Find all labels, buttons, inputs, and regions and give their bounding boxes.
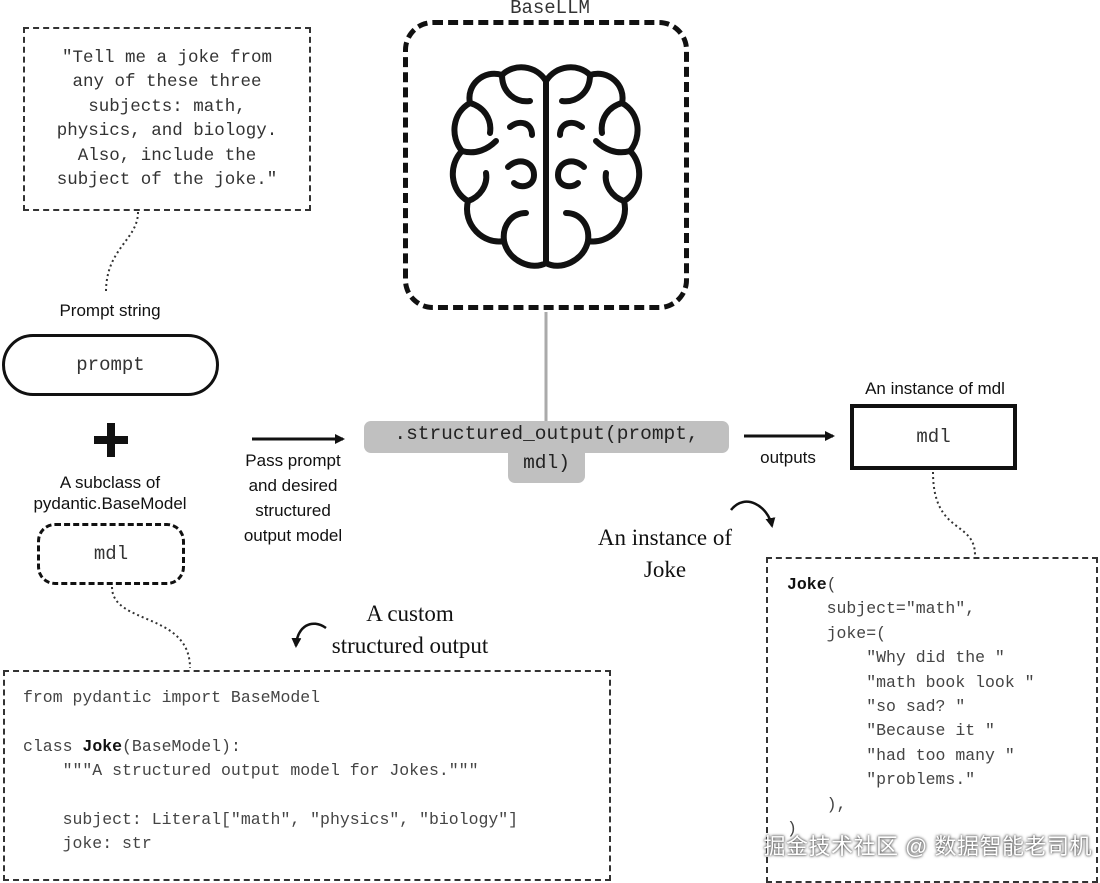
prompt-variable: prompt bbox=[2, 334, 219, 396]
code-line bbox=[23, 710, 609, 734]
code-line: """A structured output model for Jokes."… bbox=[23, 761, 479, 781]
brain-icon bbox=[449, 64, 643, 269]
code-line: "so sad? " bbox=[787, 696, 966, 716]
prompt-string-label: Prompt string bbox=[59, 301, 161, 320]
plus-icon bbox=[94, 423, 128, 457]
structured-output-call: .structured_output(prompt, mdl) bbox=[364, 421, 729, 483]
base-llm-title: BaseLLM bbox=[510, 0, 590, 19]
prompt-text: "Tell me a joke from any of these three … bbox=[56, 47, 278, 191]
prompt-variable-text: prompt bbox=[76, 354, 145, 376]
joke-instance-box: Joke( subject="math", joke=( "Why did th… bbox=[766, 557, 1098, 883]
code-line bbox=[23, 784, 609, 808]
instance-of-mdl-label: An instance of mdl bbox=[865, 379, 1005, 398]
base-llm-box bbox=[403, 20, 689, 310]
dotted-connector-prompt bbox=[105, 211, 139, 293]
code-line: from pydantic import BaseModel bbox=[23, 688, 321, 707]
code-line: "Why did the " bbox=[787, 648, 1005, 668]
code-line: ) bbox=[787, 818, 797, 838]
dotted-connector-mdl bbox=[111, 586, 191, 669]
code-line: subject="math", bbox=[787, 599, 976, 619]
custom-output-annotation: A custom structured output bbox=[331, 601, 489, 658]
model-code-box: from pydantic import BaseModel class Jok… bbox=[3, 670, 611, 881]
curved-arrow-icon bbox=[730, 500, 776, 528]
code-line: "Because it " bbox=[787, 721, 995, 741]
prompt-text-box: "Tell me a joke from any of these three … bbox=[23, 27, 311, 211]
mdl-instance-text: mdl bbox=[916, 426, 951, 448]
outputs-label: outputs bbox=[760, 448, 816, 467]
mdl-instance-box: mdl bbox=[850, 404, 1017, 470]
code-line: ), bbox=[787, 794, 847, 814]
method-call-line1: .structured_output(prompt, bbox=[394, 423, 699, 445]
code-line: "had too many " bbox=[787, 745, 1015, 765]
pass-prompt-label: Pass prompt and desired structured outpu… bbox=[243, 451, 343, 545]
mdl-class-variable: mdl bbox=[37, 523, 185, 585]
watermark: 掘金技术社区 @ 数据智能老司机 bbox=[763, 834, 1092, 859]
dotted-connector-instance bbox=[932, 471, 976, 556]
mdl-class-variable-text: mdl bbox=[93, 543, 129, 565]
code-line: "problems." bbox=[787, 770, 976, 790]
code-line: subject: Literal["math", "physics", "bio… bbox=[23, 809, 519, 829]
code-line: joke: str bbox=[23, 834, 152, 854]
class-name: Joke bbox=[787, 575, 827, 594]
code-line: class Joke(BaseModel): bbox=[23, 736, 241, 756]
class-name: Joke bbox=[82, 736, 123, 756]
method-call-line2: mdl) bbox=[523, 452, 570, 474]
curved-arrow-icon bbox=[291, 622, 327, 648]
code-line: joke=( bbox=[787, 623, 887, 643]
code-line: Joke( bbox=[787, 575, 837, 594]
subclass-label: A subclass of pydantic.BaseModel bbox=[33, 473, 187, 513]
instance-of-joke-annotation: An instance of Joke bbox=[597, 525, 733, 582]
code-line: "math book look " bbox=[787, 672, 1035, 692]
